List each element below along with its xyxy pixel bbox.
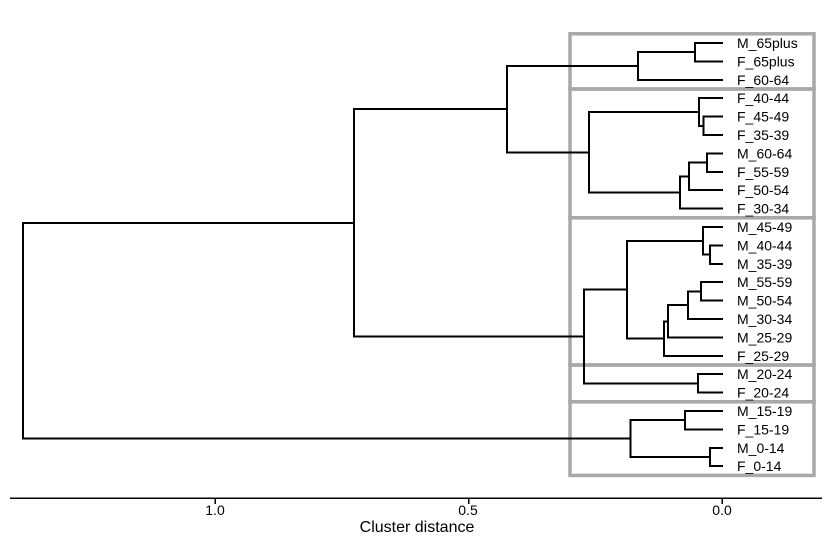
dendrogram-link	[700, 281, 723, 302]
dendrogram-link	[708, 244, 723, 265]
leaf-label: M_65plus	[737, 35, 798, 51]
leaf-label: M_25-29	[737, 329, 792, 345]
leaf-label: M_0-14	[737, 440, 785, 456]
dendrogram-link	[678, 175, 723, 210]
leaf-label: M_50-54	[737, 293, 792, 309]
dendrogram-link	[506, 65, 639, 154]
leaf-label: F_30-34	[737, 201, 789, 217]
leaf-label: F_25-29	[737, 348, 789, 364]
dendrogram-link	[684, 410, 723, 431]
leaf-label: M_60-64	[737, 145, 792, 161]
dendrogram-link	[352, 108, 586, 338]
leaf-label: M_40-44	[737, 237, 792, 253]
dendrogram-link	[626, 239, 705, 340]
dendrogram-link	[702, 226, 723, 256]
leaf-label: M_35-39	[737, 256, 792, 272]
x-axis-tick-label: 0.0	[712, 502, 732, 518]
leaf-label: F_15-19	[737, 421, 789, 437]
dendrogram-link	[697, 373, 723, 394]
leaf-label: F_0-14	[737, 458, 782, 474]
leaf-label: F_55-59	[737, 164, 789, 180]
leaf-label: F_40-44	[737, 90, 789, 106]
leaf-label: M_30-34	[737, 311, 792, 327]
dendrogram-link	[583, 288, 700, 385]
leaf-label: M_55-59	[737, 274, 792, 290]
leaf-label: M_45-49	[737, 219, 792, 235]
leaf-label: M_15-19	[737, 403, 792, 419]
dendrogram-link	[688, 161, 723, 192]
x-axis-title: Cluster distance	[359, 519, 475, 536]
dendrogram-link	[666, 304, 723, 339]
dendrogram-link	[694, 42, 723, 63]
dendrogram-link	[698, 97, 723, 127]
leaf-label: F_45-49	[737, 109, 789, 125]
leaf-label: F_65plus	[737, 53, 795, 69]
dendrogram-link	[663, 320, 723, 357]
leaf-label: F_20-24	[737, 385, 789, 401]
dendrogram-link	[705, 152, 723, 173]
x-axis-tick-label: 0.5	[458, 502, 478, 518]
dendrogram-link	[636, 51, 723, 81]
dendrogram-link	[21, 221, 632, 440]
dendrogram-link	[687, 290, 723, 320]
leaf-label: M_20-24	[737, 366, 792, 382]
dendrogram-link	[708, 446, 723, 468]
leaf-label: F_60-64	[737, 72, 789, 88]
dendrogram-link	[588, 111, 701, 194]
leaf-label: F_35-39	[737, 127, 789, 143]
leaf-label: F_50-54	[737, 182, 789, 198]
dendrogram-link	[629, 419, 711, 458]
x-axis-tick-label: 1.0	[205, 502, 225, 518]
dendrogram-link	[702, 115, 723, 136]
